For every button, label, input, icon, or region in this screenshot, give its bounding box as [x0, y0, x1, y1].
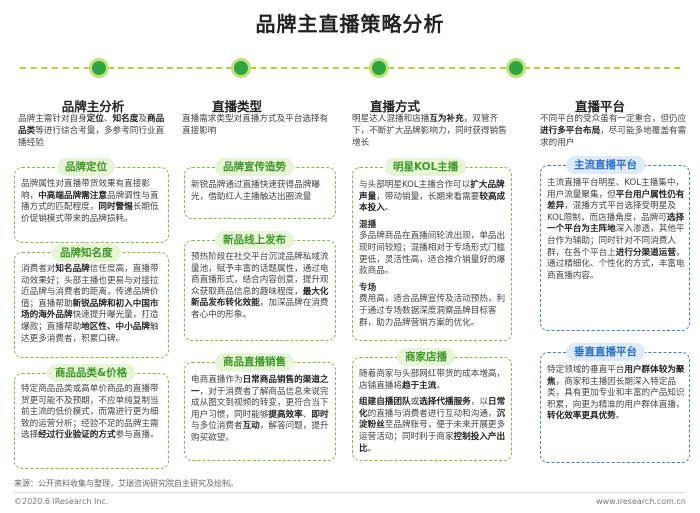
text-celebrity-kol: 与头部明星KOL主播合作可以扩大品牌声量，带动销量，长期来看需要较高成本投入。 …	[359, 180, 506, 328]
subheading-special-live: 专场	[359, 282, 377, 293]
timeline-node	[231, 58, 251, 78]
timeline-line	[108, 67, 232, 69]
column-desc-live-platform: 不同平台的受众虽有一定重合，但仍应进行多平台布局，尽可能多地覆盖有需求的用户	[540, 114, 687, 148]
text-vertical-platform: 特定领域的垂直平台用户群体较为聚焦，商家和主播因长期深入特定品类，具有更加专业和…	[547, 365, 685, 422]
timeline-line	[20, 67, 90, 69]
timeline-node	[89, 58, 109, 78]
column-heading-live-type: 直播类型	[211, 99, 262, 114]
box-store-live	[352, 357, 512, 461]
column-heading-brand-analysis: 品牌主分析	[61, 99, 125, 114]
tag-brand-promotion: 品牌宣传造势	[215, 158, 294, 176]
tag-new-launch: 新品线上发布	[215, 231, 294, 249]
timeline	[20, 56, 680, 80]
column-desc-live-type: 直播需求类型对直播方式及平台选择有直接影响	[182, 114, 329, 136]
tag-vertical-platform: 垂直直播平台	[566, 343, 645, 361]
timeline-line	[388, 67, 506, 69]
tag-product-sales: 商品直播销售	[215, 353, 294, 371]
column-heading-live-platform: 直播平台	[574, 99, 625, 114]
column-desc-brand-analysis: 品牌主需针对自身定位、知名度及商品品类等进行综合考量，多参考同行业直播经验	[18, 114, 165, 148]
timeline-node	[506, 58, 526, 78]
column-heading-live-method: 直播方式	[369, 99, 420, 114]
page-title: 品牌主直播策略分析	[255, 12, 445, 36]
text-product-sales: 电商直播作为日常商品销售的渠道之一，对于消费者了解商品信息来说完成从图文到视频的…	[191, 375, 329, 443]
tag-celebrity-kol: 明星KOL主播	[385, 158, 467, 176]
timeline-line	[250, 67, 370, 69]
tag-store-live: 商家店播	[397, 348, 455, 366]
text-category-price: 特定商品品类或高单价商品的直播带货更可能不及预期，不应单纯复制当前主流的低价模式…	[21, 384, 159, 441]
tag-brand-positioning: 品牌定位	[57, 158, 115, 176]
box-category-price	[14, 373, 169, 469]
tag-brand-awareness: 品牌知名度	[52, 244, 121, 262]
timeline-line	[524, 67, 680, 69]
text-brand-promotion: 新锐品牌通过直播快速获得品牌曝光，借助红人主播触达出圈流量	[191, 180, 320, 202]
box-new-launch	[184, 240, 336, 341]
text-mainstream-platform: 主流直播平台明星、KOL主播集中，用户流量聚集，但平台用户属性仍有差异，混播方式…	[547, 178, 685, 281]
timeline-node	[369, 58, 389, 78]
text-brand-positioning: 品牌属性对直播带货效果有直接影响，中高端品牌需注意品牌调性与直播方式的匹配程度，…	[21, 179, 159, 224]
box-celebrity-kol	[352, 167, 512, 341]
subheading-mixed-live: 混播	[359, 219, 377, 230]
tag-category-price: 商品品类&价格	[47, 364, 136, 382]
source-note: 来源：公开资料收集与整理，艾瑞咨询研究院自主研究及绘制。	[14, 479, 238, 488]
tag-mainstream-platform: 主流直播平台	[566, 156, 645, 174]
text-new-launch: 预热阶段在社交平台沉淀品牌私域流量池，赋予丰富的话题属性，通过电商直播形式，结合…	[191, 252, 329, 320]
column-desc-live-method: 明星达人混播和店播互为补充，双管齐下，不断扩大品牌影响力，同时获得销售增长	[352, 114, 507, 148]
box-product-sales	[184, 362, 336, 461]
text-store-live: 随着商家与头部网红带货的成本增高，店铺直播将趋于主流。 组建自播团队或选择代播服…	[359, 369, 506, 454]
copyright: ©2020.6 iResearch Inc.	[14, 497, 109, 506]
text-brand-awareness: 消费者对知名品牌信任度高，直播带动效果好；头部主播也更易与对接拉近品牌与消费者的…	[21, 264, 159, 344]
website: www.iresearch.com.cn	[596, 497, 686, 506]
box-vertical-platform	[540, 352, 690, 463]
box-brand-awareness	[14, 252, 169, 358]
box-mainstream-platform	[540, 165, 690, 331]
box-brand-positioning	[14, 167, 169, 243]
footer-divider	[14, 492, 686, 493]
